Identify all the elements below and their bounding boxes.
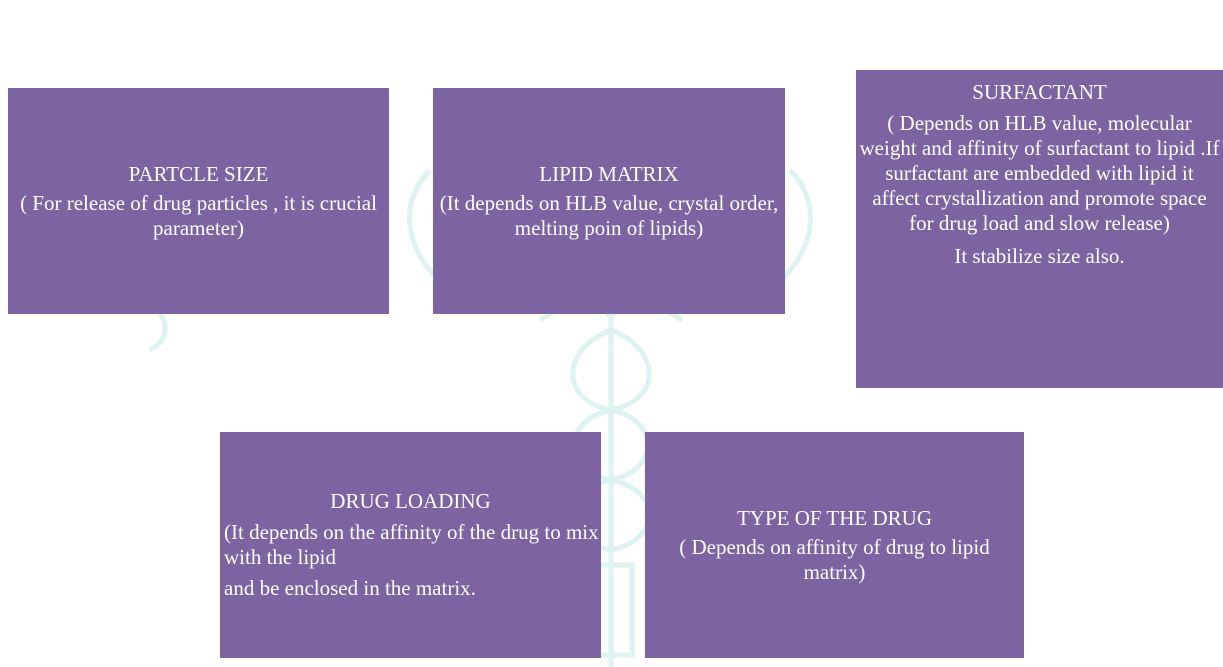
type-of-drug-title: TYPE OF THE DRUG [736, 505, 933, 530]
type-of-drug-description: ( Depends on affinity of drug to lipid m… [679, 534, 990, 584]
lipid-matrix-title: LIPID MATRIX [539, 161, 679, 186]
drug-loading-note: and be enclosed in the matrix. [224, 576, 476, 600]
drug-loading-description: (It depends on the affinity of the drug … [224, 520, 599, 569]
surfactant-note: It stabilize size also. [954, 244, 1125, 268]
lipid-matrix-description: (It depends on HLB value, crystal order,… [439, 190, 779, 240]
particle-size-description: ( For release of drug particles , it is … [20, 190, 377, 240]
particle-size-title: PARTCLE SIZE [128, 161, 269, 186]
surfactant-description: ( Depends on HLB value, molecular weight… [859, 111, 1220, 235]
lipid-matrix-box: LIPID MATRIX (It depends on HLB value, c… [433, 88, 785, 314]
drug-loading-title: DRUG LOADING [330, 489, 491, 513]
surfactant-box: SURFACTANT ( Depends on HLB value, molec… [856, 70, 1223, 388]
type-of-drug-box: TYPE OF THE DRUG ( Depends on affinity o… [645, 432, 1024, 658]
surfactant-title: SURFACTANT [972, 80, 1107, 104]
drug-loading-box: DRUG LOADING (It depends on the affinity… [220, 432, 601, 658]
particle-size-box: PARTCLE SIZE ( For release of drug parti… [8, 88, 389, 314]
